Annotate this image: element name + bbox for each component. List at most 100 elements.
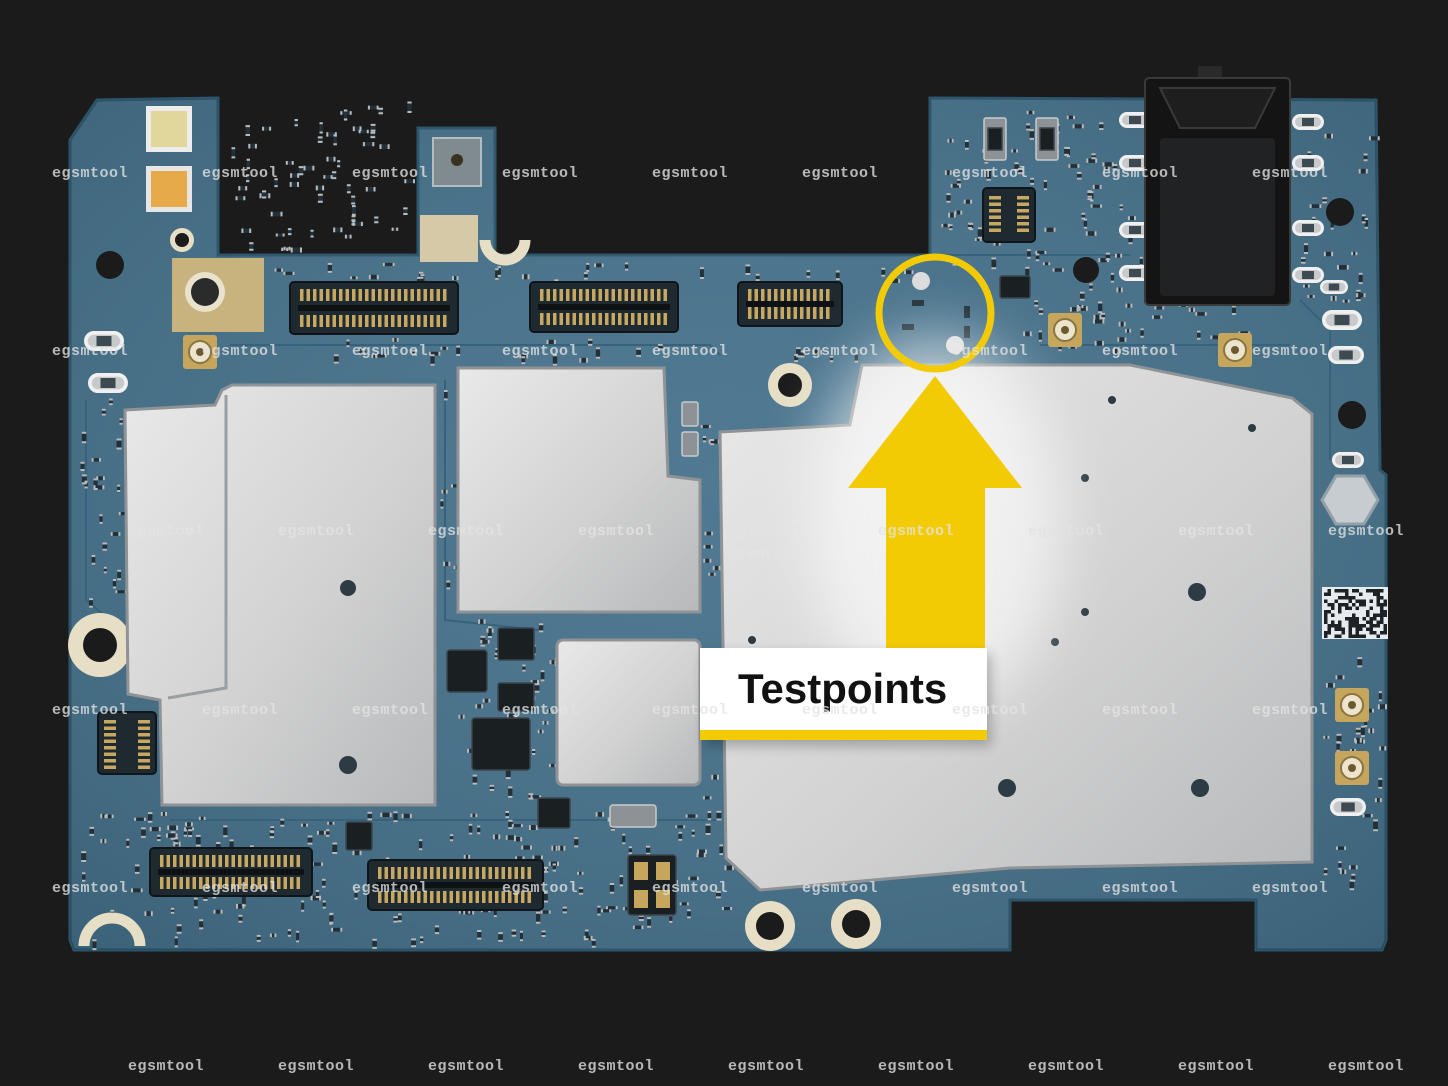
watermark: egsmtool	[128, 1058, 204, 1075]
watermark: egsmtool	[1178, 523, 1254, 540]
capsule-component	[1320, 280, 1348, 294]
mounting-hole	[83, 628, 117, 662]
mounting-hole	[756, 912, 784, 940]
ic-chip	[681, 431, 699, 457]
watermark: egsmtool	[1252, 343, 1328, 360]
watermark: egsmtool	[728, 523, 804, 540]
label-box	[700, 648, 987, 740]
watermark: egsmtool	[952, 343, 1028, 360]
mounting-hole	[1073, 257, 1099, 283]
watermark: egsmtool	[502, 165, 578, 182]
antenna-connector	[1335, 751, 1369, 785]
watermark: egsmtool	[202, 702, 278, 719]
watermark: egsmtool	[802, 165, 878, 182]
capsule-component	[1292, 114, 1324, 130]
watermark: egsmtool	[1102, 702, 1178, 719]
watermark: egsmtool	[952, 880, 1028, 897]
gold-pad	[634, 862, 648, 880]
watermark: egsmtool	[802, 880, 878, 897]
antenna-connector	[1335, 688, 1369, 722]
watermark: egsmtool	[1102, 165, 1178, 182]
watermark: egsmtool	[128, 523, 204, 540]
shield-hole	[1108, 396, 1116, 404]
watermark: egsmtool	[1102, 880, 1178, 897]
shield-hole	[748, 636, 756, 644]
watermark: egsmtool	[652, 880, 728, 897]
watermark: egsmtool	[878, 1058, 954, 1075]
watermark: egsmtool	[428, 1058, 504, 1075]
watermark: egsmtool	[726, 546, 802, 563]
ic-chip	[999, 275, 1031, 299]
clip-hole	[191, 278, 219, 306]
watermark: egsmtool	[502, 880, 578, 897]
gold-pad	[634, 890, 648, 908]
ic-chip	[497, 682, 535, 712]
watermark: egsmtool	[202, 343, 278, 360]
watermark: egsmtool	[502, 702, 578, 719]
trace	[444, 380, 541, 631]
mic-base-pad	[420, 215, 478, 262]
trace	[1299, 299, 1331, 460]
shield-hole	[339, 756, 357, 774]
gold-pad-cluster	[627, 854, 677, 916]
gold-pad	[656, 862, 670, 880]
watermark: egsmtool	[652, 702, 728, 719]
mounting-hole	[842, 910, 870, 938]
shield-hole	[998, 779, 1016, 797]
watermark: egsmtool	[52, 165, 128, 182]
watermark-layer: egsmtool egsmtool egsmtool egsmtool egsmtool…	[52, 165, 1404, 1075]
smd-component	[964, 326, 970, 338]
mounting-hole	[96, 251, 124, 279]
connector-pins	[748, 289, 830, 319]
shield-hole	[1248, 424, 1256, 432]
watermark: egsmtool	[428, 523, 504, 540]
connector-slot	[746, 301, 834, 307]
ic-chip	[1039, 127, 1055, 151]
ic-chip	[681, 401, 699, 427]
shield-hole	[1191, 779, 1209, 797]
qr-code	[1322, 587, 1388, 639]
ic-chip	[345, 821, 373, 851]
antenna-connector	[1218, 333, 1252, 367]
watermark: egsmtool	[52, 880, 128, 897]
board-connector-left-small	[97, 711, 157, 775]
hex-screw	[1320, 474, 1380, 526]
pointer-arrow	[848, 376, 1022, 652]
capsule-component	[1332, 800, 1365, 815]
watermark: egsmtool	[1102, 343, 1178, 360]
board-connector-top-3	[737, 281, 843, 327]
mounting-hole	[778, 373, 802, 397]
connector-pins	[300, 289, 447, 327]
capsule-component	[1292, 267, 1324, 283]
qr-modules	[1324, 589, 1387, 638]
shield-clips	[172, 215, 478, 332]
connector-pins	[378, 867, 531, 903]
watermark: egsmtool	[352, 343, 428, 360]
watermark: egsmtool	[578, 523, 654, 540]
watermark: egsmtool	[728, 1058, 804, 1075]
connector-slot	[376, 882, 535, 888]
watermark: egsmtool	[1028, 1058, 1104, 1075]
watermark: egsmtool	[1252, 702, 1328, 719]
watermark: egsmtool	[502, 343, 578, 360]
ic-chip	[609, 804, 657, 828]
smd-component	[902, 324, 914, 330]
ic-chip	[471, 717, 531, 771]
shield-can-middle	[456, 366, 702, 614]
microphone	[432, 137, 482, 187]
board-connector-right-small	[982, 187, 1036, 243]
watermark: egsmtool	[1328, 523, 1404, 540]
board-connector-bottom-2	[367, 859, 544, 911]
watermark: egsmtool	[278, 1058, 354, 1075]
mic-port	[451, 154, 463, 166]
board-connector-top-1	[289, 281, 459, 335]
mounting-hole	[1326, 198, 1354, 226]
watermark: egsmtool	[1178, 1058, 1254, 1075]
board-connector-bottom-1	[149, 847, 313, 897]
testpoint-highlight-circle	[875, 253, 995, 373]
watermark: egsmtool	[652, 343, 728, 360]
audio-jack-socket	[1160, 138, 1275, 296]
shield-hole	[1081, 608, 1089, 616]
watermark: egsmtool	[1328, 1058, 1404, 1075]
